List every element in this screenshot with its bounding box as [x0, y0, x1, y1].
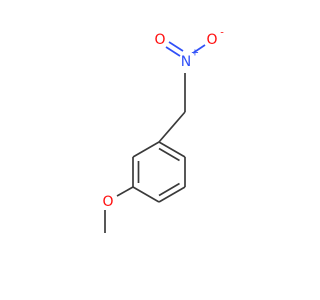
ring-double-bond-2 — [158, 182, 180, 197]
nitrogen-charge-label: + — [191, 48, 199, 59]
molecule-diagram: N + O O - O — [102, 27, 225, 233]
oxygen-double-atom-label: O — [154, 32, 165, 48]
ethyl-chain — [158, 73, 186, 143]
n-o-single-bond — [192, 44, 206, 54]
ring-bond-4 — [132, 186, 160, 203]
n-o-double-bond-a — [165, 46, 181, 57]
oxygen-methoxy-atom-label: O — [102, 194, 113, 210]
molecule-structure: N + O O - O — [102, 28, 224, 233]
methoxy-group — [104, 186, 134, 233]
nitrogen-atom-label: N — [181, 54, 191, 70]
ring-bond-1 — [158, 141, 186, 158]
benzene-ring — [132, 141, 186, 203]
oxygen-single-charge-label: - — [220, 28, 224, 39]
ring-o-bond — [116, 186, 134, 197]
nitro-group-bonds — [165, 41, 206, 57]
chain-bond-1 — [158, 111, 186, 143]
oxygen-single-atom-label: O — [206, 32, 217, 48]
ring-bond-3 — [158, 186, 186, 203]
ring-bond-6 — [132, 141, 160, 158]
ring-double-bond-1 — [158, 147, 180, 162]
n-o-double-bond-b — [168, 41, 184, 52]
